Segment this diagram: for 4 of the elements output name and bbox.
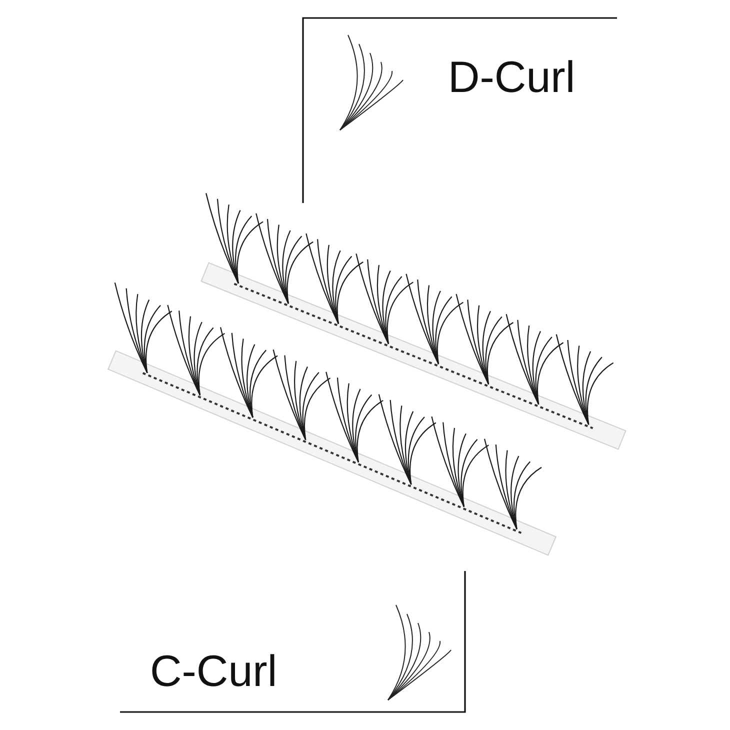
leader-line [302, 17, 617, 203]
curl-label: D-Curl [448, 56, 576, 100]
leader-line [120, 571, 466, 713]
curl-label: C-Curl [150, 650, 278, 694]
